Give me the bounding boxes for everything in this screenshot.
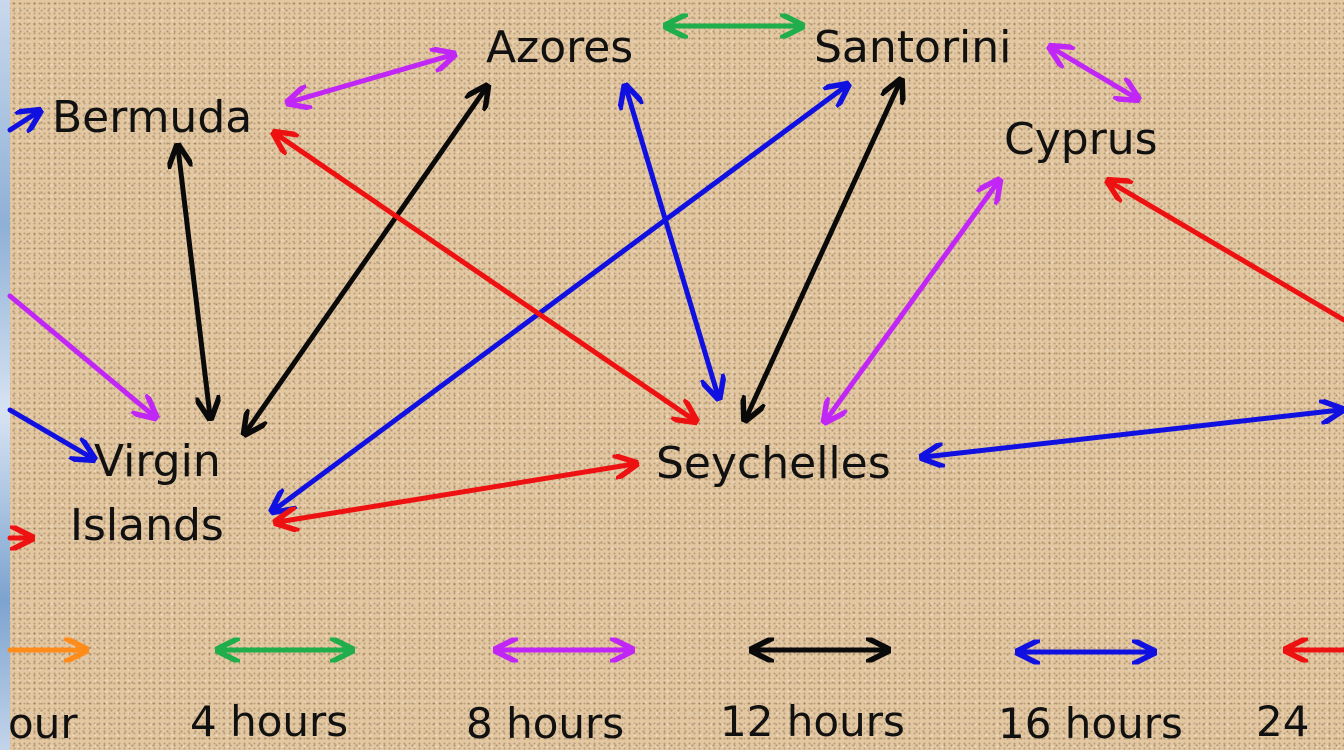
legend-label-24-hours: 24 xyxy=(1256,697,1309,746)
legend-label-12-hours: 12 hours xyxy=(720,697,905,746)
edge-seychelles-santorini xyxy=(746,82,900,418)
node-bermuda: Bermuda xyxy=(52,92,252,143)
edge-cyprus-offscreen xyxy=(1110,182,1344,323)
legend xyxy=(7,650,1344,652)
edge-bermuda-azores xyxy=(290,55,452,102)
node-virgin-islands-line2: Islands xyxy=(70,500,224,551)
edge-seychelles-offscreen xyxy=(924,410,1340,457)
legend-label-8-hours: 8 hours xyxy=(466,699,624,748)
legend-label-4-hours: 4 hours xyxy=(190,697,348,746)
edge-offscreen-virgin-purple xyxy=(7,293,154,416)
edge-bermuda-virgin xyxy=(178,148,210,416)
edge-offscreen-virgin-blue xyxy=(7,407,92,458)
edge-cyprus-seychelles xyxy=(826,182,998,420)
node-virgin-islands-line1: Virgin xyxy=(94,436,221,487)
edge-offscreen-bermuda-blue xyxy=(7,112,38,130)
edge-santorini-cyprus xyxy=(1052,48,1136,98)
node-azores: Azores xyxy=(486,22,633,73)
left-edge-photo-strip xyxy=(0,0,10,750)
legend-label-16-hours: 16 hours xyxy=(998,699,1183,748)
node-cyprus: Cyprus xyxy=(1004,114,1158,165)
node-santorini: Santorini xyxy=(814,22,1011,73)
legend-label-1-hour: our xyxy=(8,699,78,748)
node-seychelles: Seychelles xyxy=(656,438,891,489)
edge-bermuda-seychelles xyxy=(276,134,694,420)
edge-islands-seychelles xyxy=(278,464,634,522)
edge-azores-seychelles xyxy=(626,88,718,396)
